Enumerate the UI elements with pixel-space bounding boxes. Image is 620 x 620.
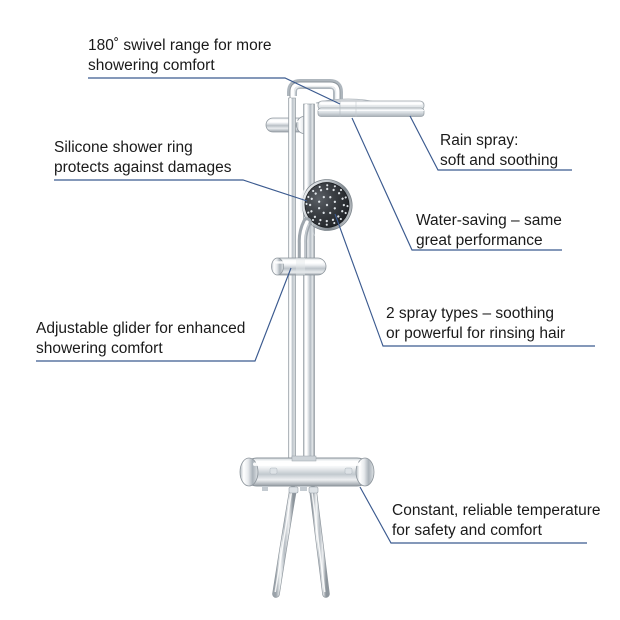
hand-shower [297,179,353,267]
rain-shower-head [315,98,425,117]
leader-line-spray-types [334,213,595,347]
leader-line-rain-spray [409,115,572,171]
callout-silicone-shower-ring: Silicone shower ring protects against da… [54,139,232,176]
callout-rain-spray: Rain spray: soft and soothing [440,132,559,169]
shower-arm [287,79,343,104]
callout-swivel-range: 180˚ swivel range for more showering com… [88,37,272,74]
callout-spray-types: 2 spray types – soothing or powerful for… [386,305,566,342]
thermostat-valve [239,455,375,491]
callout-constant-temperature: Constant, reliable temperature for safet… [392,502,601,539]
leader-line-adjustable-glider [36,267,292,362]
callout-water-saving: Water-saving – same great performance [416,212,562,249]
leader-line-swivel-range [88,77,341,105]
leader-line-water-saving [351,117,562,251]
leader-line-silicone-shower-ring [54,179,308,202]
callout-adjustable-glider: Adjustable glider for enhanced showering… [36,320,246,357]
leader-line-constant-temperature [359,486,587,544]
shower-hose [272,486,330,598]
adjustable-glider [271,257,327,276]
